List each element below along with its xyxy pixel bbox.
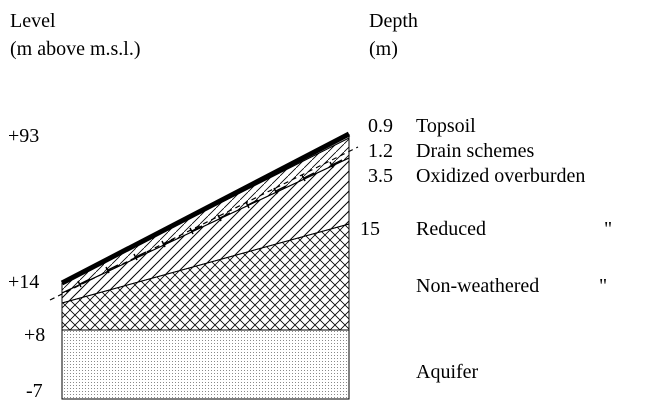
level-label-minus7: -7 bbox=[26, 380, 43, 402]
layer-topsoil: Topsoil bbox=[416, 115, 476, 137]
layer-aquifer: Aquifer bbox=[416, 361, 479, 383]
level-header: Level bbox=[10, 10, 56, 32]
aquifer-layer bbox=[61, 329, 350, 400]
depth-header: Depth bbox=[369, 10, 418, 32]
depth-oxidized-overburden: 3.5 bbox=[368, 165, 393, 187]
depth-unit: (m) bbox=[369, 38, 398, 60]
depth-topsoil: 0.9 bbox=[368, 115, 393, 137]
level-unit: (m above m.s.l.) bbox=[10, 38, 141, 60]
ditto-reduced: " bbox=[604, 218, 612, 240]
drain-level-line bbox=[49, 146, 359, 301]
ditto-non-weathered: " bbox=[599, 275, 607, 297]
level-label-93: +93 bbox=[8, 125, 39, 147]
level-label-8: +8 bbox=[24, 324, 45, 346]
topsoil-line bbox=[60, 131, 351, 286]
layer-reduced: Reduced bbox=[416, 218, 486, 240]
layer-non-weathered: Non-weathered bbox=[416, 275, 539, 297]
layer-drain-schemes: Drain schemes bbox=[416, 140, 535, 162]
layer-oxidized-overburden: Oxidized overburden bbox=[416, 165, 585, 187]
depth-drain-schemes: 1.2 bbox=[368, 140, 393, 162]
depth-reduced: 15 bbox=[360, 218, 380, 240]
level-label-14: +14 bbox=[8, 271, 39, 293]
